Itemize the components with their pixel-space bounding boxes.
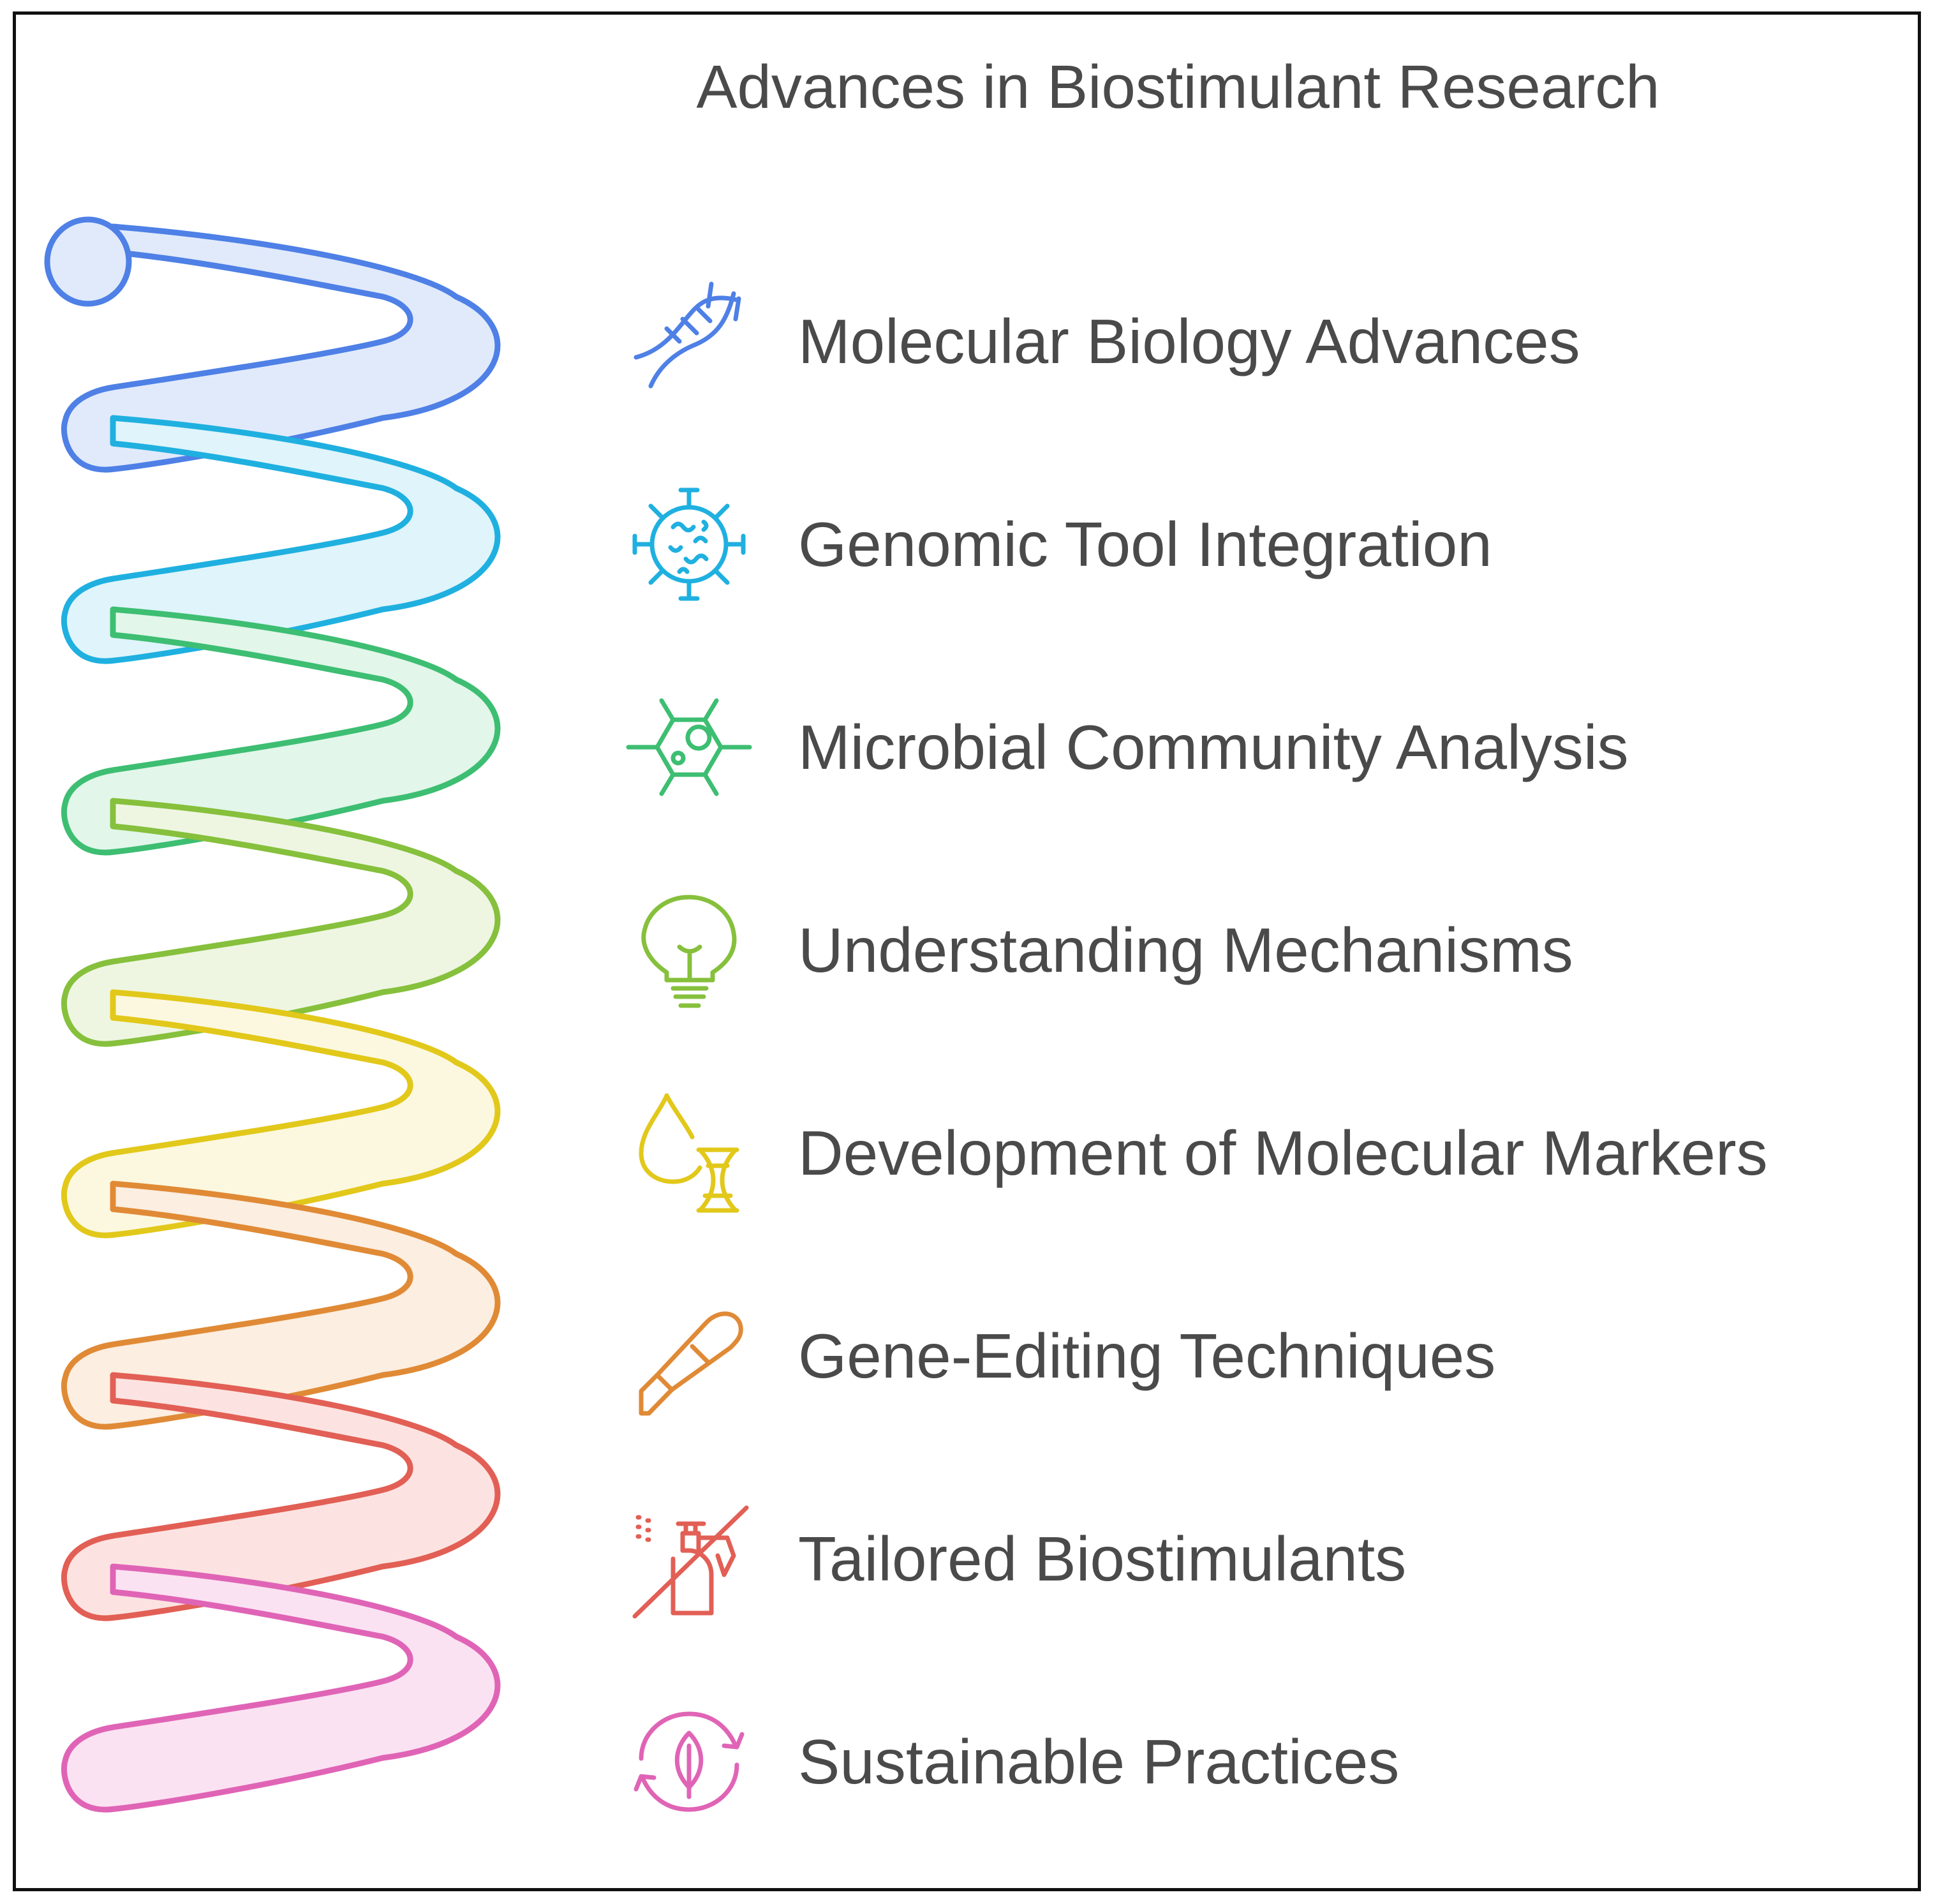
drop-dna-icon <box>622 1086 756 1220</box>
item-label: Sustainable Practices <box>798 1727 1400 1797</box>
virus-genome-icon <box>622 477 756 611</box>
coil-segment <box>61 223 501 473</box>
coil-end-cap <box>44 216 132 307</box>
item-label: Gene-Editing Techniques <box>798 1321 1496 1391</box>
coil-inner-edge <box>110 632 386 683</box>
list-item: Understanding Mechanisms <box>622 883 1866 1017</box>
diagram-title: Advances in Biostimulant Research <box>696 53 1660 121</box>
coil-segment <box>61 1180 501 1430</box>
item-label: Microbial Community Analysis <box>798 712 1629 782</box>
coil-segment <box>61 798 501 1047</box>
coil-segment <box>61 415 501 664</box>
cutter-knife-icon <box>622 1289 756 1423</box>
item-label: Understanding Mechanisms <box>798 915 1573 985</box>
list-item: Tailored Biostimulants <box>622 1492 1866 1626</box>
coil-segment <box>61 606 501 856</box>
dna-helix-icon <box>622 274 756 408</box>
coil-segment <box>61 1372 501 1621</box>
no-spray-icon <box>622 1492 756 1626</box>
list-item: Development of Molecular Markers <box>622 1086 1866 1220</box>
coil-inner-edge <box>110 440 386 491</box>
coil-inner-edge <box>110 823 386 874</box>
coil-inner-edge <box>110 1206 386 1257</box>
item-label: Genomic Tool Integration <box>798 509 1492 579</box>
lightbulb-icon <box>622 883 756 1017</box>
coil-inner-edge <box>110 249 386 300</box>
list-item: Microbial Community Analysis <box>622 680 1866 814</box>
coil-segment <box>61 1563 501 1813</box>
item-label: Development of Molecular Markers <box>798 1118 1768 1188</box>
coil-segment <box>61 989 501 1238</box>
list-item: Gene-Editing Techniques <box>622 1289 1866 1423</box>
coil-inner-edge <box>110 1015 386 1066</box>
item-label: Tailored Biostimulants <box>798 1524 1407 1594</box>
coil-inner-edge <box>110 1397 386 1448</box>
microbe-cell-icon <box>622 680 756 814</box>
list-item: Sustainable Practices <box>622 1695 1866 1829</box>
item-label: Molecular Biology Advances <box>798 306 1580 376</box>
list-item: Genomic Tool Integration <box>622 477 1866 611</box>
coil-inner-edge <box>110 1589 386 1640</box>
leaf-cycle-icon <box>622 1695 756 1829</box>
list-item: Molecular Biology Advances <box>622 274 1866 408</box>
